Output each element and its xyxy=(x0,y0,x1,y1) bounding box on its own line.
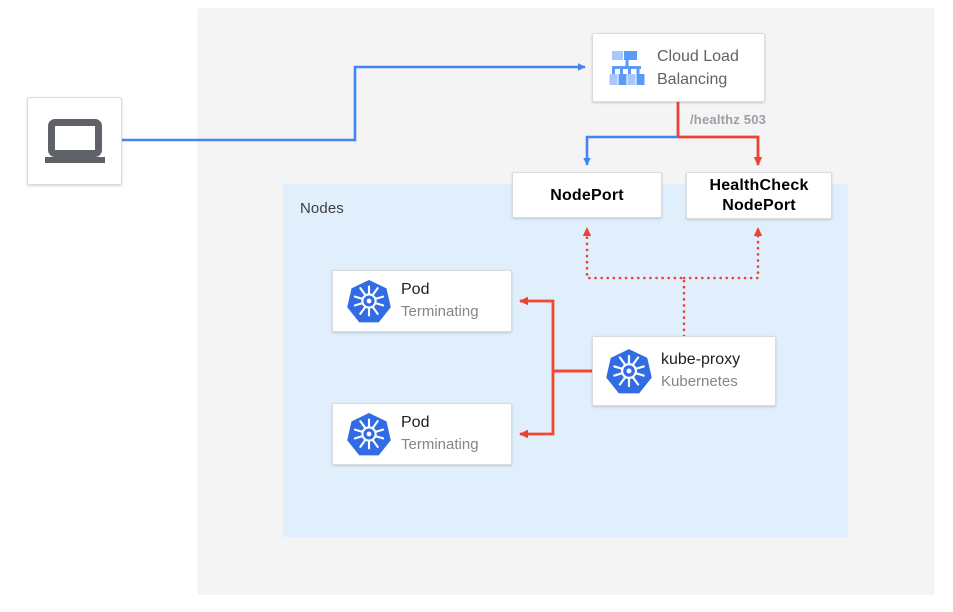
nodeport-box[interactable]: NodePort xyxy=(512,172,662,218)
kube-proxy-subtitle: Kubernetes xyxy=(661,373,738,390)
kube-proxy-body: kube-proxy Kubernetes xyxy=(661,349,740,393)
cloud-load-balancing-body: Cloud Load Balancing xyxy=(657,45,757,91)
nodes-region-label: Nodes xyxy=(300,200,344,217)
nodeport-label: NodePort xyxy=(550,186,624,204)
cloud-load-balancing-node[interactable]: Cloud Load Balancing xyxy=(592,33,765,102)
cloud-load-balancing-icon xyxy=(603,49,651,87)
kubernetes-icon xyxy=(341,411,397,457)
pod-node-1[interactable]: Pod Terminating xyxy=(332,270,512,332)
client-node[interactable] xyxy=(27,97,122,185)
laptop-icon xyxy=(44,119,106,163)
pod-node-2[interactable]: Pod Terminating xyxy=(332,403,512,465)
kube-proxy-node[interactable]: kube-proxy Kubernetes xyxy=(592,336,776,406)
kube-proxy-title: kube-proxy xyxy=(661,351,741,368)
healthcheck-nodeport-box[interactable]: HealthCheck NodePort xyxy=(686,172,832,219)
pod-1-title: Pod xyxy=(401,281,430,298)
healthz-annotation: /healthz 503 xyxy=(690,112,767,127)
pod-2-title: Pod xyxy=(401,414,430,431)
cloud-load-balancing-title: Cloud Load Balancing xyxy=(657,47,739,88)
kubernetes-icon xyxy=(341,278,397,324)
pod-1-status: Terminating xyxy=(401,303,479,320)
pod-2-body: Pod Terminating xyxy=(401,412,479,456)
healthcheck-nodeport-label: HealthCheck NodePort xyxy=(709,176,809,214)
kubernetes-icon xyxy=(601,347,657,395)
pod-2-status: Terminating xyxy=(401,436,479,453)
pod-1-body: Pod Terminating xyxy=(401,279,479,323)
